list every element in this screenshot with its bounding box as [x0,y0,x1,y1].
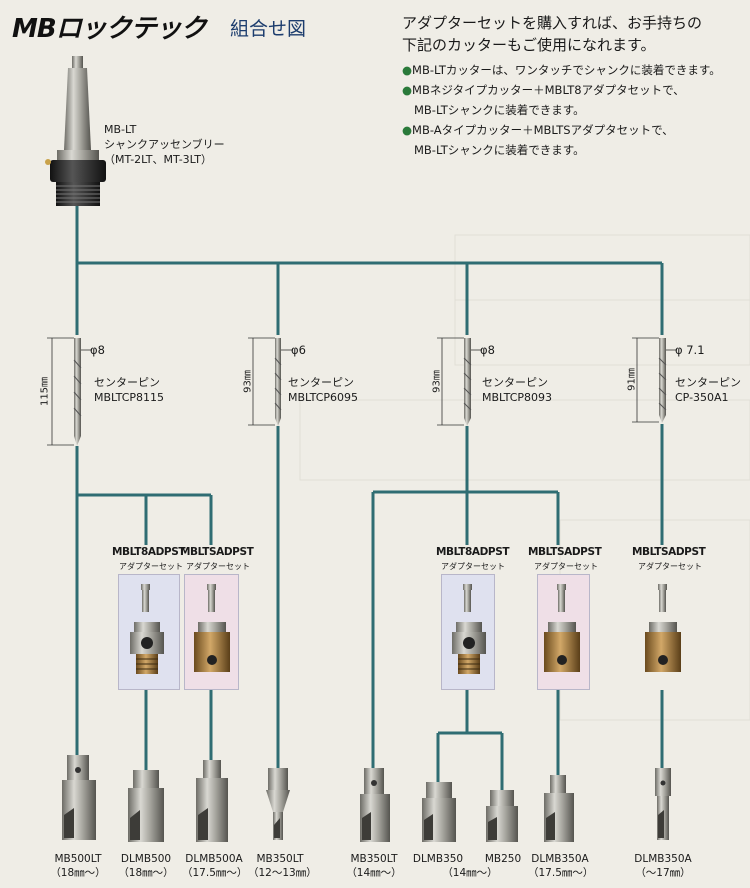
shared-range-label: （14㎜～） [442,867,498,879]
cutter-4-range: （12～13㎜） [248,867,317,879]
bullet-item: ●MBネジタイプカッター＋MBLT8アダプタセットで、 [402,80,721,100]
cutter-1-label: MB500LT （18㎜～） [48,852,108,880]
cutter-5-range: （14㎜～） [346,867,402,879]
adapter-3-sub: アダプターセット [441,562,505,571]
cutter-7-label: MB250 [475,852,531,866]
cutter-3-range: （17.5㎜～） [182,867,248,879]
center-pin-3-image [437,337,482,426]
cutter-mb500lt-image [62,755,96,840]
cutter-mb350lt-small-image [266,768,290,840]
adapter-1-sub: アダプターセット [119,562,183,571]
pin-4-name: センターピン [675,376,741,389]
page-title: 組合せ図 [230,18,307,40]
brand-logo: MBロックテック [12,14,207,44]
adapter-1-parts [130,584,164,674]
cutter-3-name: DLMB500A [185,853,243,865]
center-pin-1-image [47,337,92,446]
pin-1-code: MBLTCP8115 [94,391,165,404]
cutter-8-label: DLMB350A （17.5㎜～） [528,852,594,880]
bullet-continuation: MB-LTシャンクに装着できます。 [414,143,585,157]
shank-desc: シャンクアッセンブリー [104,138,225,151]
cutter-mb250-image [486,790,518,842]
adapter-4-sub: アダプターセット [534,562,598,571]
bullet-item: ●MB-Aタイプカッター＋MBLTSアダプタセットで、 [402,120,721,140]
cutter-5-label: MB350LT （14㎜～） [344,852,404,880]
pin-3-diameter: φ8 [480,343,495,357]
pin-4-label: センターピン CP-350A1 [675,375,741,405]
cutter-8-name: DLMB350A [531,853,589,865]
pin-1-diameter: φ8 [90,343,105,357]
cutter-7-name: MB250 [484,853,522,865]
center-pin-2-image [248,337,293,426]
cutter-3-label: DLMB500A （17.5㎜～） [182,852,248,880]
bullet-text: MBネジタイプカッター＋MBLT8アダプタセットで、 [412,83,685,97]
cutter-dlmb350a-small-image [655,768,671,840]
bullet-dot-icon: ● [402,63,413,77]
intro-text: アダプターセットを購入すれば、お手持ちの 下記のカッターもご使用になれます。 [402,12,702,56]
cutter-9-name: DLMB350A [634,853,692,865]
cutter-dlmb350a-image [544,775,574,842]
pin-2-label: センターピン MBLTCP6095 [288,375,358,405]
adapter-2-parts [194,584,230,672]
cutter-mb350lt-image [360,768,390,842]
adapter-5-parts [645,584,681,672]
adapter-4-code: MBLTSADPST [528,546,602,558]
bullet-continuation: MB-LTシャンクに装着できます。 [414,103,585,117]
adapter-2-sub: アダプターセット [186,562,250,571]
adapter-5-sub: アダプターセット [638,562,702,571]
cutter-2-name: DLMB500 [120,853,172,865]
intro-line-1: アダプターセットを購入すれば、お手持ちの [402,14,703,32]
pin-2-code: MBLTCP6095 [288,391,359,404]
cutter-2-label: DLMB500 （18㎜～） [116,852,176,880]
pin-3-code: MBLTCP8093 [482,391,553,404]
cutter-1-range: （18㎜～） [50,867,106,879]
cutter-6-label: DLMB350 [410,852,466,866]
adapter-2-code: MBLTSADPST [180,546,254,558]
center-pin-4-image [632,337,677,423]
connection-lines [75,205,664,790]
bullet-text: MB-Aタイプカッター＋MBLTSアダプタセットで、 [412,123,674,137]
bullet-text: MB-LTカッターは、ワンタッチでシャンクに装着できます。 [412,63,721,77]
shank-name: MB-LT [104,123,137,136]
shank-label: MB-LT シャンクアッセンブリー （MT-2LT、MT-3LT） [104,122,225,167]
cutter-2-range: （18㎜～） [118,867,174,879]
bullet-item: ●MB-LTカッターは、ワンタッチでシャンクに装着できます。 [402,60,721,80]
shank-models: （MT-2LT、MT-3LT） [104,153,213,166]
adapter-1-code: MBLT8ADPST [112,546,186,558]
cutter-6-name: DLMB350 [412,853,464,865]
cutter-dlmb500a-image [196,760,228,842]
pin-2-name: センターピン [288,376,354,389]
bullet-dot-icon: ● [402,123,413,137]
pin-4-code: CP-350A1 [675,391,729,404]
cutter-4-label: MB350LT （12～13㎜） [248,852,317,880]
adapter-4-parts [544,584,580,672]
pin-4-diameter: φ 7.1 [675,343,705,357]
pin-2-diameter: φ6 [291,343,306,357]
cutter-dlmb350-image [422,782,456,842]
cutter-dlmb500-image [128,770,164,842]
bullet-dot-icon: ● [402,83,413,97]
cutter-9-label: DLMB350A （～17㎜） [630,852,696,880]
cutter-1-name: MB500LT [54,853,102,865]
pin-3-name: センターピン [482,376,548,389]
intro-line-2: 下記のカッターもご使用になれます。 [402,36,656,54]
pin-1-name: センターピン [94,376,160,389]
adapter-5-code: MBLTSADPST [632,546,706,558]
shank-assembly-image [45,56,106,206]
cutter-8-range: （17.5㎜～） [528,867,594,879]
bullet-list: ●MB-LTカッターは、ワンタッチでシャンクに装着できます。 ●MBネジタイプカ… [402,60,721,160]
cutter-5-name: MB350LT [350,853,398,865]
cutter-9-range: （～17㎜） [635,867,691,879]
pin-1-label: センターピン MBLTCP8115 [94,375,164,405]
adapter-3-code: MBLT8ADPST [436,546,510,558]
adapter-3-parts [452,584,486,674]
cutter-4-name: MB350LT [256,853,304,865]
pin-3-label: センターピン MBLTCP8093 [482,375,552,405]
